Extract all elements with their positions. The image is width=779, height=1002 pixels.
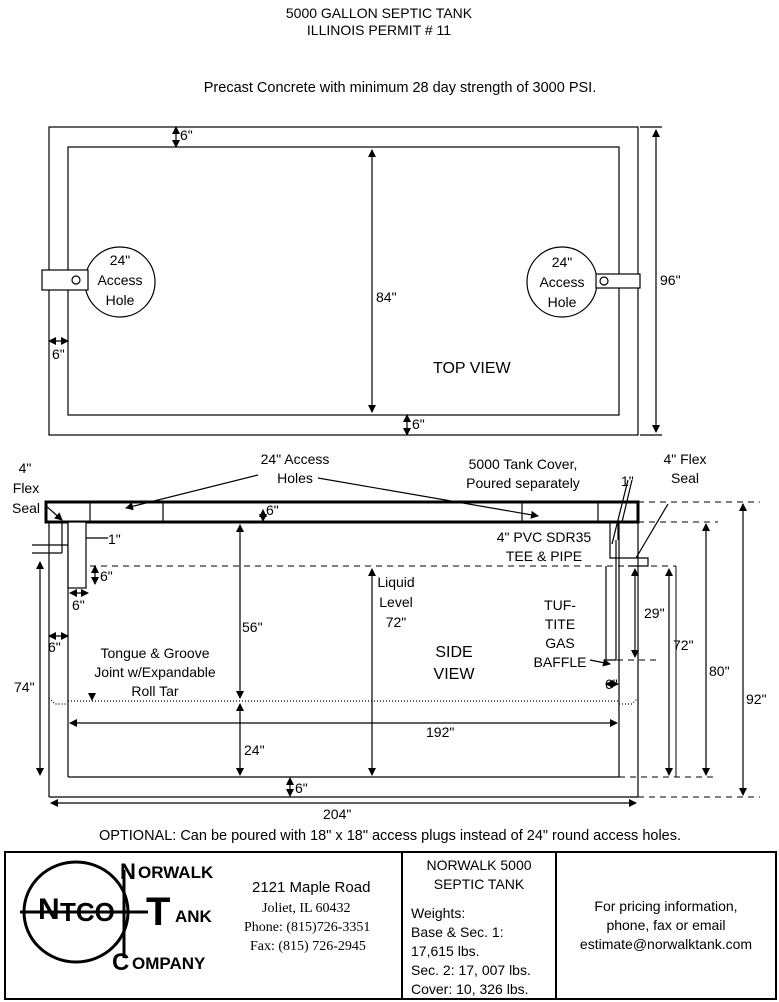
access-holes-1: 24" Access <box>260 451 330 467</box>
dim-bottom-wall: 6" <box>412 416 425 432</box>
side-view-label-1: SIDE <box>435 644 473 661</box>
dim-outer-width: 96" <box>660 272 681 288</box>
title-line-2: ILLINOIS PERMIT # 11 <box>306 22 452 38</box>
address-city: Joliet, IL 60432 <box>262 901 351 916</box>
subtitle: Precast Concrete with minimum 28 day str… <box>203 80 597 96</box>
pricing-1: For pricing information, <box>594 898 738 914</box>
weights-base: Base & Sec. 1: <box>411 924 504 940</box>
dim-204: 204" <box>323 806 352 822</box>
side-cover <box>44 500 640 524</box>
dim-cover-6: 6" <box>266 502 279 518</box>
flex-seal-left-1: 4" <box>18 460 32 476</box>
logo-c: C <box>112 949 130 976</box>
tongue-groove-1: Tongue & Groove <box>100 645 210 661</box>
flex-seal-right-1: 4" Flex <box>663 451 707 467</box>
weights-sec2: Sec. 2: 17, 007 lbs. <box>411 962 531 978</box>
weights-base-value: 17,615 lbs. <box>411 943 480 959</box>
liquid-level-3: 72" <box>385 614 407 630</box>
logo-ompany: OMPANY <box>132 954 206 973</box>
tank-cover-2: Poured separately <box>466 475 580 491</box>
top-view-label: TOP VIEW <box>433 360 511 377</box>
pricing-email[interactable]: estimate@norwalktank.com <box>579 936 753 952</box>
tank-cover-1: 5000 Tank Cover, <box>468 456 578 472</box>
flex-seal-right-2: Seal <box>670 470 700 486</box>
dim-6-inlet-h: 6" <box>72 597 85 613</box>
address-street: 2121 Maple Road <box>252 879 371 896</box>
logo-tco: TCO <box>60 897 115 927</box>
product-name-1: NORWALK 5000 <box>426 857 532 873</box>
liquid-level-1: Liquid <box>377 574 415 590</box>
logo-orwalk: ORWALK <box>138 863 214 882</box>
dim-192: 192" <box>426 724 455 740</box>
weights-label: Weights: <box>411 905 466 921</box>
dim-top-wall: 6" <box>180 127 193 143</box>
logo-n: N <box>38 893 60 926</box>
pricing-2: phone, fax or email <box>606 917 726 933</box>
dim-1-left: 1" <box>108 531 121 547</box>
flex-seal-left-2: Flex <box>12 480 40 496</box>
logo-orwalk-initial: N <box>120 859 136 884</box>
pvc-2: TEE & PIPE <box>505 548 583 564</box>
product-name-2: SEPTIC TANK <box>433 876 525 892</box>
dim-6-inlet-v: 6" <box>100 568 113 584</box>
dim-1-right: 1" <box>621 473 634 489</box>
address-phone: Phone: (815)726-3351 <box>244 920 371 935</box>
dim-72: 72" <box>673 637 694 653</box>
access-left-3: Hole <box>105 292 135 308</box>
dim-left-wall: 6" <box>52 346 65 362</box>
access-right-1: 24" <box>551 254 573 270</box>
access-right-3: Hole <box>547 294 577 310</box>
logo-ank: ANK <box>175 907 212 926</box>
dim-24: 24" <box>244 742 265 758</box>
tongue-groove-3: Roll Tar <box>131 683 179 699</box>
address-fax: Fax: (815) 726-2945 <box>250 939 366 954</box>
baffle-3: GAS <box>545 635 575 651</box>
baffle-2: TITE <box>544 616 576 632</box>
flex-seal-left-3: Seal <box>11 500 41 516</box>
dim-6-wall: 6" <box>48 639 61 655</box>
access-left-2: Access <box>97 272 143 288</box>
dim-6-baffle: 6" <box>605 676 618 692</box>
pvc-1: 4" PVC SDR35 <box>496 529 592 545</box>
tongue-groove-2: Joint w/Expandable <box>94 664 216 680</box>
baffle-1: TUF- <box>544 597 576 613</box>
dim-56: 56" <box>242 619 263 635</box>
dim-92: 92" <box>746 691 767 707</box>
optional-note: OPTIONAL: Can be poured with 18" x 18" a… <box>98 828 682 844</box>
access-right-2: Access <box>539 274 585 290</box>
dim-29: 29" <box>644 605 665 621</box>
baffle-4: BAFFLE <box>533 654 587 670</box>
dim-74: 74" <box>14 679 35 695</box>
footer-box <box>4 851 777 1000</box>
liquid-level-2: Level <box>379 594 413 610</box>
logo-t: T <box>146 890 171 934</box>
dim-6-base: 6" <box>295 780 308 796</box>
title-line-1: 5000 GALLON SEPTIC TANK <box>285 5 473 21</box>
weights-cover: Cover: 10, 326 lbs. <box>411 981 529 997</box>
access-holes-2: Holes <box>277 470 313 486</box>
dim-80: 80" <box>709 663 730 679</box>
side-view-label-2: VIEW <box>433 666 475 683</box>
access-left-1: 24" <box>109 252 131 268</box>
dim-inner-width: 84" <box>376 289 397 305</box>
